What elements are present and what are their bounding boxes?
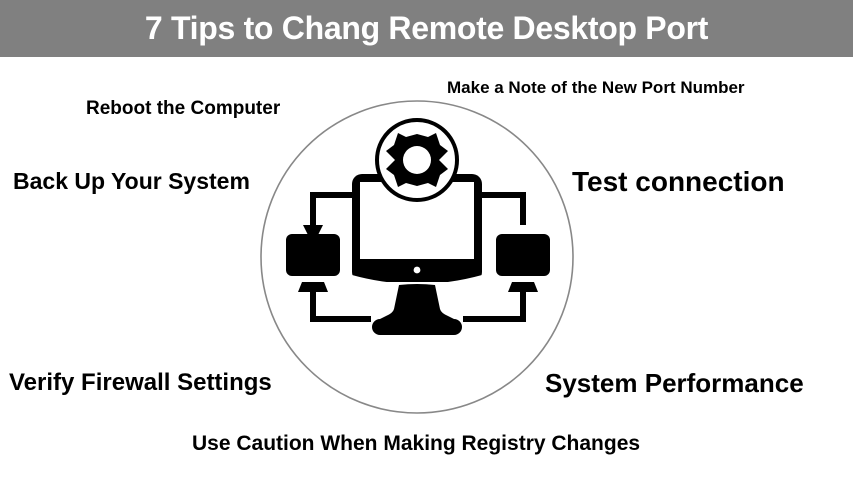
tip-label-firewall: Verify Firewall Settings [9,369,272,396]
tip-label-note-port: Make a Note of the New Port Number [447,78,745,97]
small-monitor-left-icon [286,234,340,292]
central-graphic [258,97,578,417]
desktop-monitor-icon [352,174,482,335]
tip-label-reboot: Reboot the Computer [86,98,281,119]
tip-label-test-connection: Test connection [572,166,785,197]
circle-outline [260,100,574,414]
gear-icon [375,118,459,202]
small-monitor-right-icon [496,234,550,292]
connector-bracket [310,192,526,322]
page-title: 7 Tips to Chang Remote Desktop Port [144,10,709,46]
header-banner: 7 Tips to Chang Remote Desktop Port [0,0,853,57]
tip-label-registry: Use Caution When Making Registry Changes [192,432,641,455]
tip-label-backup: Back Up Your System [13,168,250,194]
tip-label-performance: System Performance [545,368,804,398]
